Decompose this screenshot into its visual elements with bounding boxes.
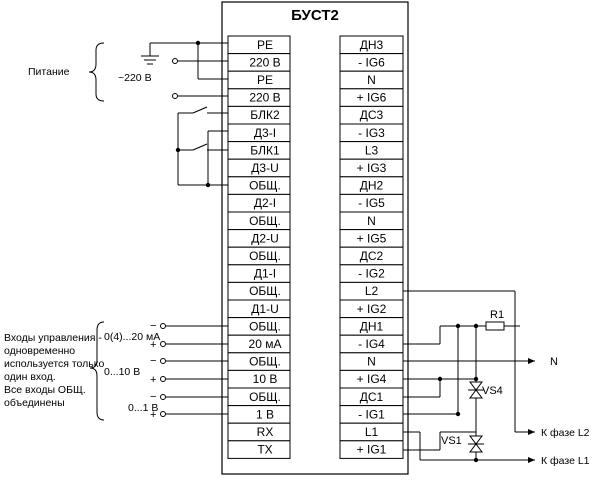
control-input-wiring	[89, 321, 228, 421]
svg-text:−: −	[150, 355, 156, 367]
svg-text:+: +	[150, 339, 156, 351]
right-terminal-label: + IG4	[357, 372, 387, 386]
svg-text:Входы управления -: Входы управления -	[4, 332, 102, 344]
left-terminal-label: RX	[257, 425, 274, 439]
left-terminal-label: Д3-I	[254, 126, 276, 140]
left-terminal-label: 10 В	[253, 372, 278, 386]
svg-text:Все входы ОБЩ.: Все входы ОБЩ.	[4, 384, 86, 396]
svg-text:+: +	[150, 409, 156, 421]
right-terminal-label: ДС3	[360, 108, 384, 122]
right-terminal-label: - IG6	[358, 55, 385, 69]
right-terminal-label: + IG6	[357, 91, 387, 105]
range-20ma-label: 0(4)...20 мА	[104, 331, 160, 343]
power-terminal	[172, 93, 178, 99]
right-terminal-label: - IG2	[358, 267, 385, 281]
junction-dot	[175, 147, 181, 153]
right-terminal-label: - IG3	[358, 126, 385, 140]
right-terminal-label: L3	[365, 143, 379, 157]
triac-vs1	[468, 435, 484, 453]
svg-text:объединены: объединены	[4, 397, 65, 409]
polarity-marks: − + − + − +	[150, 320, 156, 421]
svg-text:один вход.: один вход.	[4, 371, 56, 383]
left-terminal-label: Д1-I	[254, 267, 276, 281]
left-terminal-label: PE	[257, 38, 273, 52]
right-terminal-label: N	[367, 355, 376, 369]
right-terminal-label: ДН1	[360, 319, 384, 333]
left-terminal-label: 20 мА	[249, 337, 282, 351]
right-terminal-label: + IG2	[357, 302, 387, 316]
right-terminal-label: N	[367, 214, 376, 228]
power-terminal	[172, 58, 178, 64]
right-terminal-label: - IG4	[358, 337, 385, 351]
right-terminal-label: + IG3	[357, 161, 387, 175]
left-terminal-label: Д2-U	[251, 231, 278, 245]
left-terminal-label: 220 В	[249, 55, 280, 69]
right-terminal-label: - IG1	[358, 407, 385, 421]
right-terminal-label: + IG5	[357, 231, 387, 245]
blocking-switches	[177, 106, 228, 186]
left-terminal-label: Д2-I	[254, 196, 276, 210]
vs1-label: VS1	[441, 435, 462, 447]
resistor-r1	[485, 321, 505, 331]
power-wiring	[88, 42, 228, 102]
right-terminal-label: + IG1	[357, 443, 387, 457]
left-terminal-label: ОБЩ.	[249, 284, 281, 298]
control-input-terminals	[160, 323, 166, 417]
right-terminal-label: L2	[365, 284, 379, 298]
power-label: Питание	[28, 66, 70, 78]
left-terminal-label: 220 В	[249, 91, 280, 105]
inputs-description: Входы управления - одновременно использу…	[4, 332, 104, 409]
left-terminal-label: ОБЩ.	[249, 319, 281, 333]
left-terminal-label: ОБЩ.	[249, 355, 281, 369]
left-terminal-label: 1 В	[256, 407, 274, 421]
phase-l2-label: К фазе L2	[541, 427, 590, 439]
right-terminal-label: N	[367, 73, 376, 87]
phase-l1-label: К фазе L1	[541, 455, 590, 467]
svg-text:−: −	[150, 391, 156, 403]
range-10v-label: 0...10 В	[104, 366, 140, 378]
left-terminal-label: БЛК1	[250, 143, 280, 157]
device-title: БУСТ2	[291, 7, 339, 24]
power-voltage-label: ~220 В	[118, 72, 152, 84]
right-terminal-label: - IG5	[358, 196, 385, 210]
output-wiring	[403, 290, 535, 463]
left-terminal-label: PE	[257, 73, 273, 87]
junction-dot	[205, 182, 211, 188]
svg-text:−: −	[150, 320, 156, 332]
right-terminal-label: L1	[365, 425, 379, 439]
junction-dot	[195, 40, 201, 46]
range-1v-label: 0...1 В	[128, 402, 158, 414]
svg-text:используется только: используется только	[4, 358, 104, 370]
left-terminal-label: Д1-U	[251, 302, 278, 316]
left-terminal-box	[227, 440, 291, 459]
right-terminal-label: ДН2	[360, 179, 384, 193]
left-terminal-label: БЛК2	[250, 108, 280, 122]
right-terminal-label: ДС1	[360, 390, 384, 404]
svg-text:одновременно: одновременно	[4, 345, 75, 357]
left-terminal-label: ОБЩ.	[249, 214, 281, 228]
svg-text:+: +	[150, 374, 156, 386]
vs4-label: VS4	[482, 385, 503, 397]
r1-label: R1	[490, 309, 504, 321]
left-terminal-label: TX	[257, 443, 272, 457]
n-output-label: N	[550, 356, 558, 368]
left-terminal-label: ОБЩ.	[249, 390, 281, 404]
output-junctions	[437, 323, 479, 463]
triac-vs4	[468, 381, 484, 399]
device-body	[221, 1, 409, 475]
right-terminal-label: ДС2	[360, 249, 384, 263]
left-terminal-label: ОБЩ.	[249, 249, 281, 263]
left-terminal-label: ОБЩ.	[249, 179, 281, 193]
right-terminal-label: ДН3	[360, 38, 384, 52]
left-terminal-label: Д3-U	[251, 161, 278, 175]
